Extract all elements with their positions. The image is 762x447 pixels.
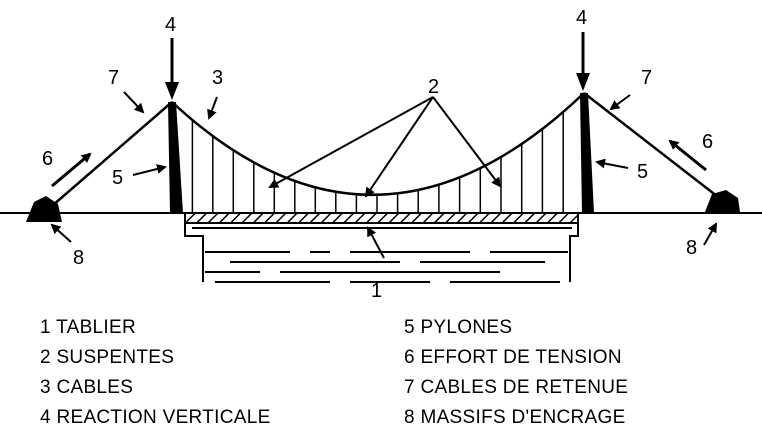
reaction-arrows — [165, 32, 590, 100]
anchor-block-right — [705, 190, 740, 212]
callout-3: 3 — [212, 67, 223, 89]
callout-7-left: 7 — [108, 67, 119, 89]
callout-6-left: 6 — [42, 148, 53, 170]
legend-item: 7 CABLES DE RETENUE — [404, 377, 629, 398]
water — [205, 251, 568, 283]
callout-1: 1 — [371, 280, 382, 302]
callout-2: 2 — [428, 76, 439, 98]
callout-4-left: 4 — [165, 14, 176, 36]
legend-right: 5 PYLONES 6 EFFORT DE TENSION 7 CABLES D… — [404, 313, 628, 433]
deck — [184, 212, 579, 224]
tension-arrows — [51, 139, 707, 188]
pylon-left — [168, 102, 183, 213]
back-stays — [44, 92, 723, 213]
legend-item: 6 EFFORT DE TENSION — [404, 347, 622, 368]
pylon-right — [580, 93, 594, 213]
callout-6-right: 6 — [702, 131, 713, 153]
callout-8-left: 8 — [73, 247, 84, 269]
callout-4-right: 4 — [576, 7, 587, 29]
main-cable — [171, 92, 585, 197]
callout-5-left: 5 — [112, 167, 123, 189]
legend-item: 5 PYLONES — [404, 317, 513, 338]
leader-arrows — [50, 91, 717, 259]
legend-item: 3 CABLES — [40, 377, 134, 398]
legend-left: 1 TABLIER 2 SUSPENTES 3 CABLES 4 REACTIO… — [40, 313, 271, 433]
callout-7-right: 7 — [641, 67, 652, 89]
legend-item: 4 REACTION VERTICALE — [40, 407, 271, 428]
legend-item: 8 MASSIFS D'ENCRAGE — [404, 407, 626, 428]
legend-item: 1 TABLIER — [40, 317, 136, 338]
callout-5-right: 5 — [637, 161, 648, 183]
callout-8-right: 8 — [686, 237, 697, 259]
legend-item: 2 SUSPENTES — [40, 347, 175, 368]
anchor-block-left — [26, 196, 62, 222]
